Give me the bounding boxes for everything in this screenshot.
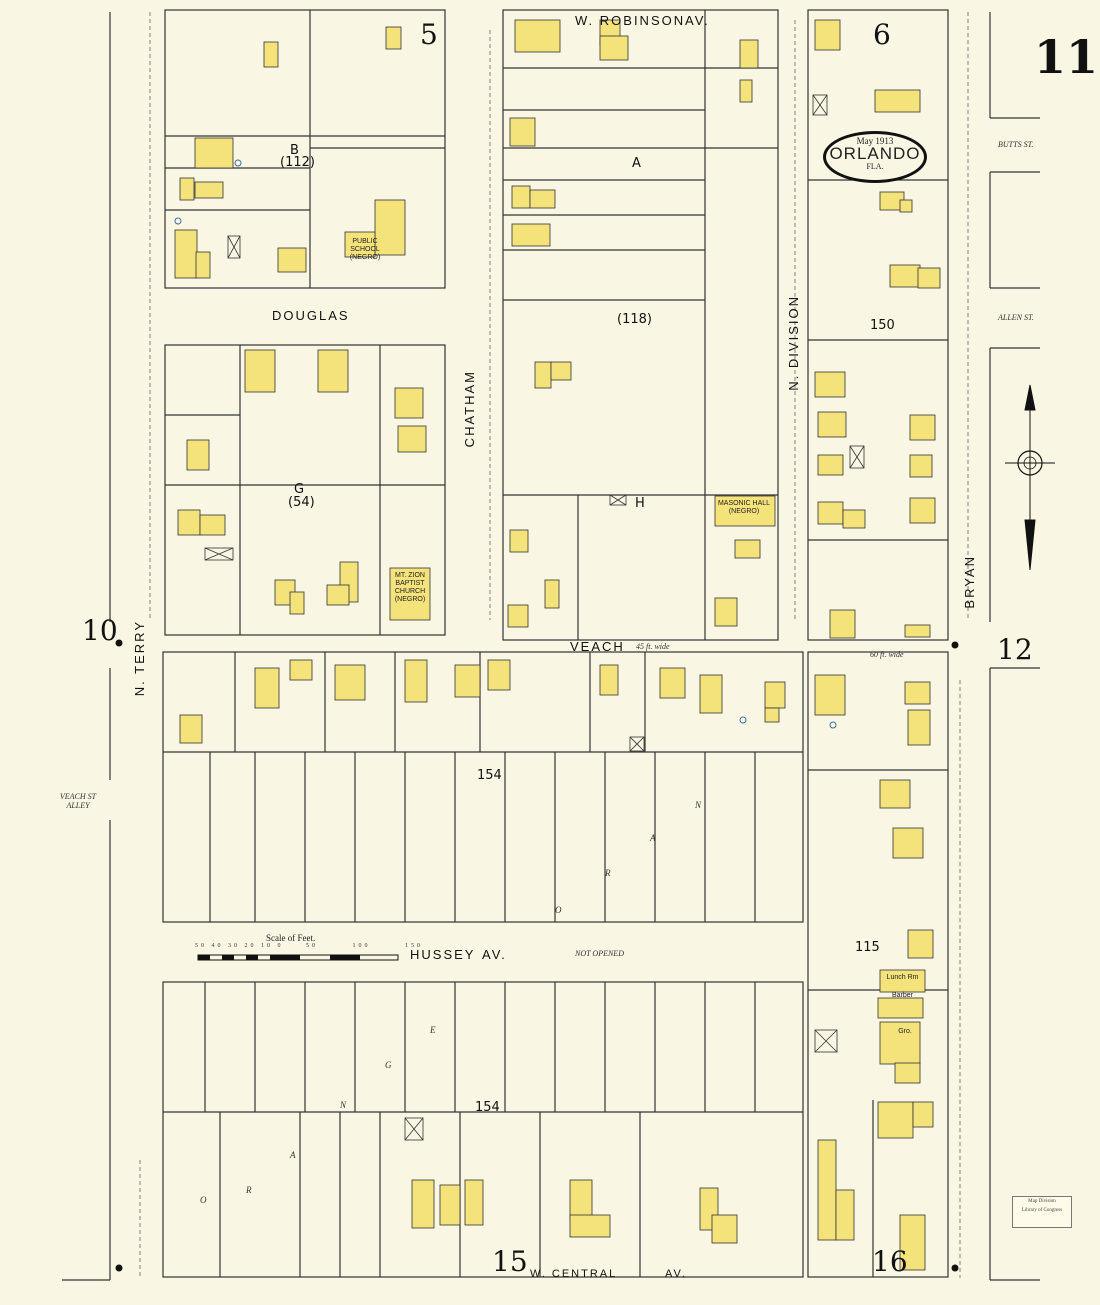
street-bryan: BRYAN [962, 555, 977, 609]
adjacent-sheet-12[interactable]: 12 [997, 633, 1033, 666]
street-douglas: DOUGLAS [272, 308, 350, 323]
scale-bar [197, 954, 399, 961]
orange-letter: G [385, 1060, 392, 1070]
street-butts: BUTTS ST. [998, 140, 1034, 149]
cartouche-state: FLA. [866, 162, 884, 171]
label-public-school: PUBLIC SCHOOL (NEGRO) [349, 238, 381, 261]
orange-letter: N [340, 1100, 347, 1110]
title-cartouche: May 1913 ORLANDO FLA. [823, 131, 927, 183]
street-n-division: N. DIVISION [786, 295, 801, 391]
block-112: (112) [280, 155, 315, 170]
scale-title: Scale of Feet. [266, 933, 316, 943]
orange-letter: N [695, 800, 702, 810]
adjacent-sheet-10[interactable]: 10 [82, 614, 118, 647]
block-154-lower: 154 [475, 1100, 500, 1115]
label-masonic-hall: MASONIC HALL (NEGRO) [717, 500, 771, 515]
label-gro: Gro. [898, 1028, 912, 1035]
veach-width: 45 ft. wide [636, 642, 670, 651]
sheet-number: 11 [1034, 30, 1099, 84]
street-w-central: W. CENTRAL [530, 1268, 618, 1280]
orange-letter: R [246, 1185, 252, 1195]
street-allen: ALLEN ST. [998, 313, 1034, 322]
street-hussey: HUSSEY [410, 947, 476, 962]
street-veach: VEACH [570, 639, 625, 654]
street-av-central: AV. [665, 1268, 687, 1280]
block-letter-h: H [635, 496, 645, 511]
orange-letter: E [430, 1025, 436, 1035]
orange-letter: O [555, 905, 562, 915]
orange-letter: A [650, 833, 656, 843]
label-lunch-room: Lunch Rm [886, 974, 919, 981]
veach-st-alley: VEACH ST ALLEY [59, 792, 97, 810]
scale-ticks: 50 40 30 20 10 0 50 100 150 [195, 943, 423, 949]
cartouche-date: May 1913 [856, 136, 894, 146]
adjacent-sheet-16[interactable]: 16 [872, 1245, 908, 1278]
adjacent-sheet-15[interactable]: 15 [492, 1245, 528, 1278]
block-54: (54) [288, 495, 315, 510]
adjacent-sheet-6[interactable]: 6 [873, 18, 891, 51]
hussey-not-opened: NOT OPENED [575, 949, 624, 958]
adjacent-sheet-5[interactable]: 5 [420, 18, 438, 51]
orange-letter: A [290, 1150, 296, 1160]
block-150: 150 [870, 318, 895, 333]
street-av-hussey: AV. [482, 947, 507, 962]
block-letter-g: G [294, 482, 305, 497]
orange-letter: O [200, 1195, 207, 1205]
block-letter-a: A [632, 156, 641, 171]
orange-letter: R [605, 868, 611, 878]
street-chatham: CHATHAM [462, 370, 477, 448]
block-154-upper: 154 [477, 768, 502, 783]
street-av-robinson: AV. [685, 13, 710, 28]
block-118: (118) [617, 312, 652, 327]
veach-width-east: 60 ft. wide [870, 650, 904, 659]
label-barber: Barber [891, 992, 913, 999]
library-stamp: Map Division Library of Congress [1012, 1196, 1072, 1228]
cartouche-city: ORLANDO [829, 144, 921, 163]
north-arrow-icon [1005, 384, 1055, 571]
street-n-terry: N. TERRY [132, 620, 147, 697]
label-mt-zion-church: MT. ZION BAPTIST CHURCH (NEGRO) [394, 572, 426, 603]
street-w-robinson: W. ROBINSON [575, 13, 686, 28]
block-115: 115 [855, 940, 880, 955]
block-letter-b: B [290, 143, 299, 158]
